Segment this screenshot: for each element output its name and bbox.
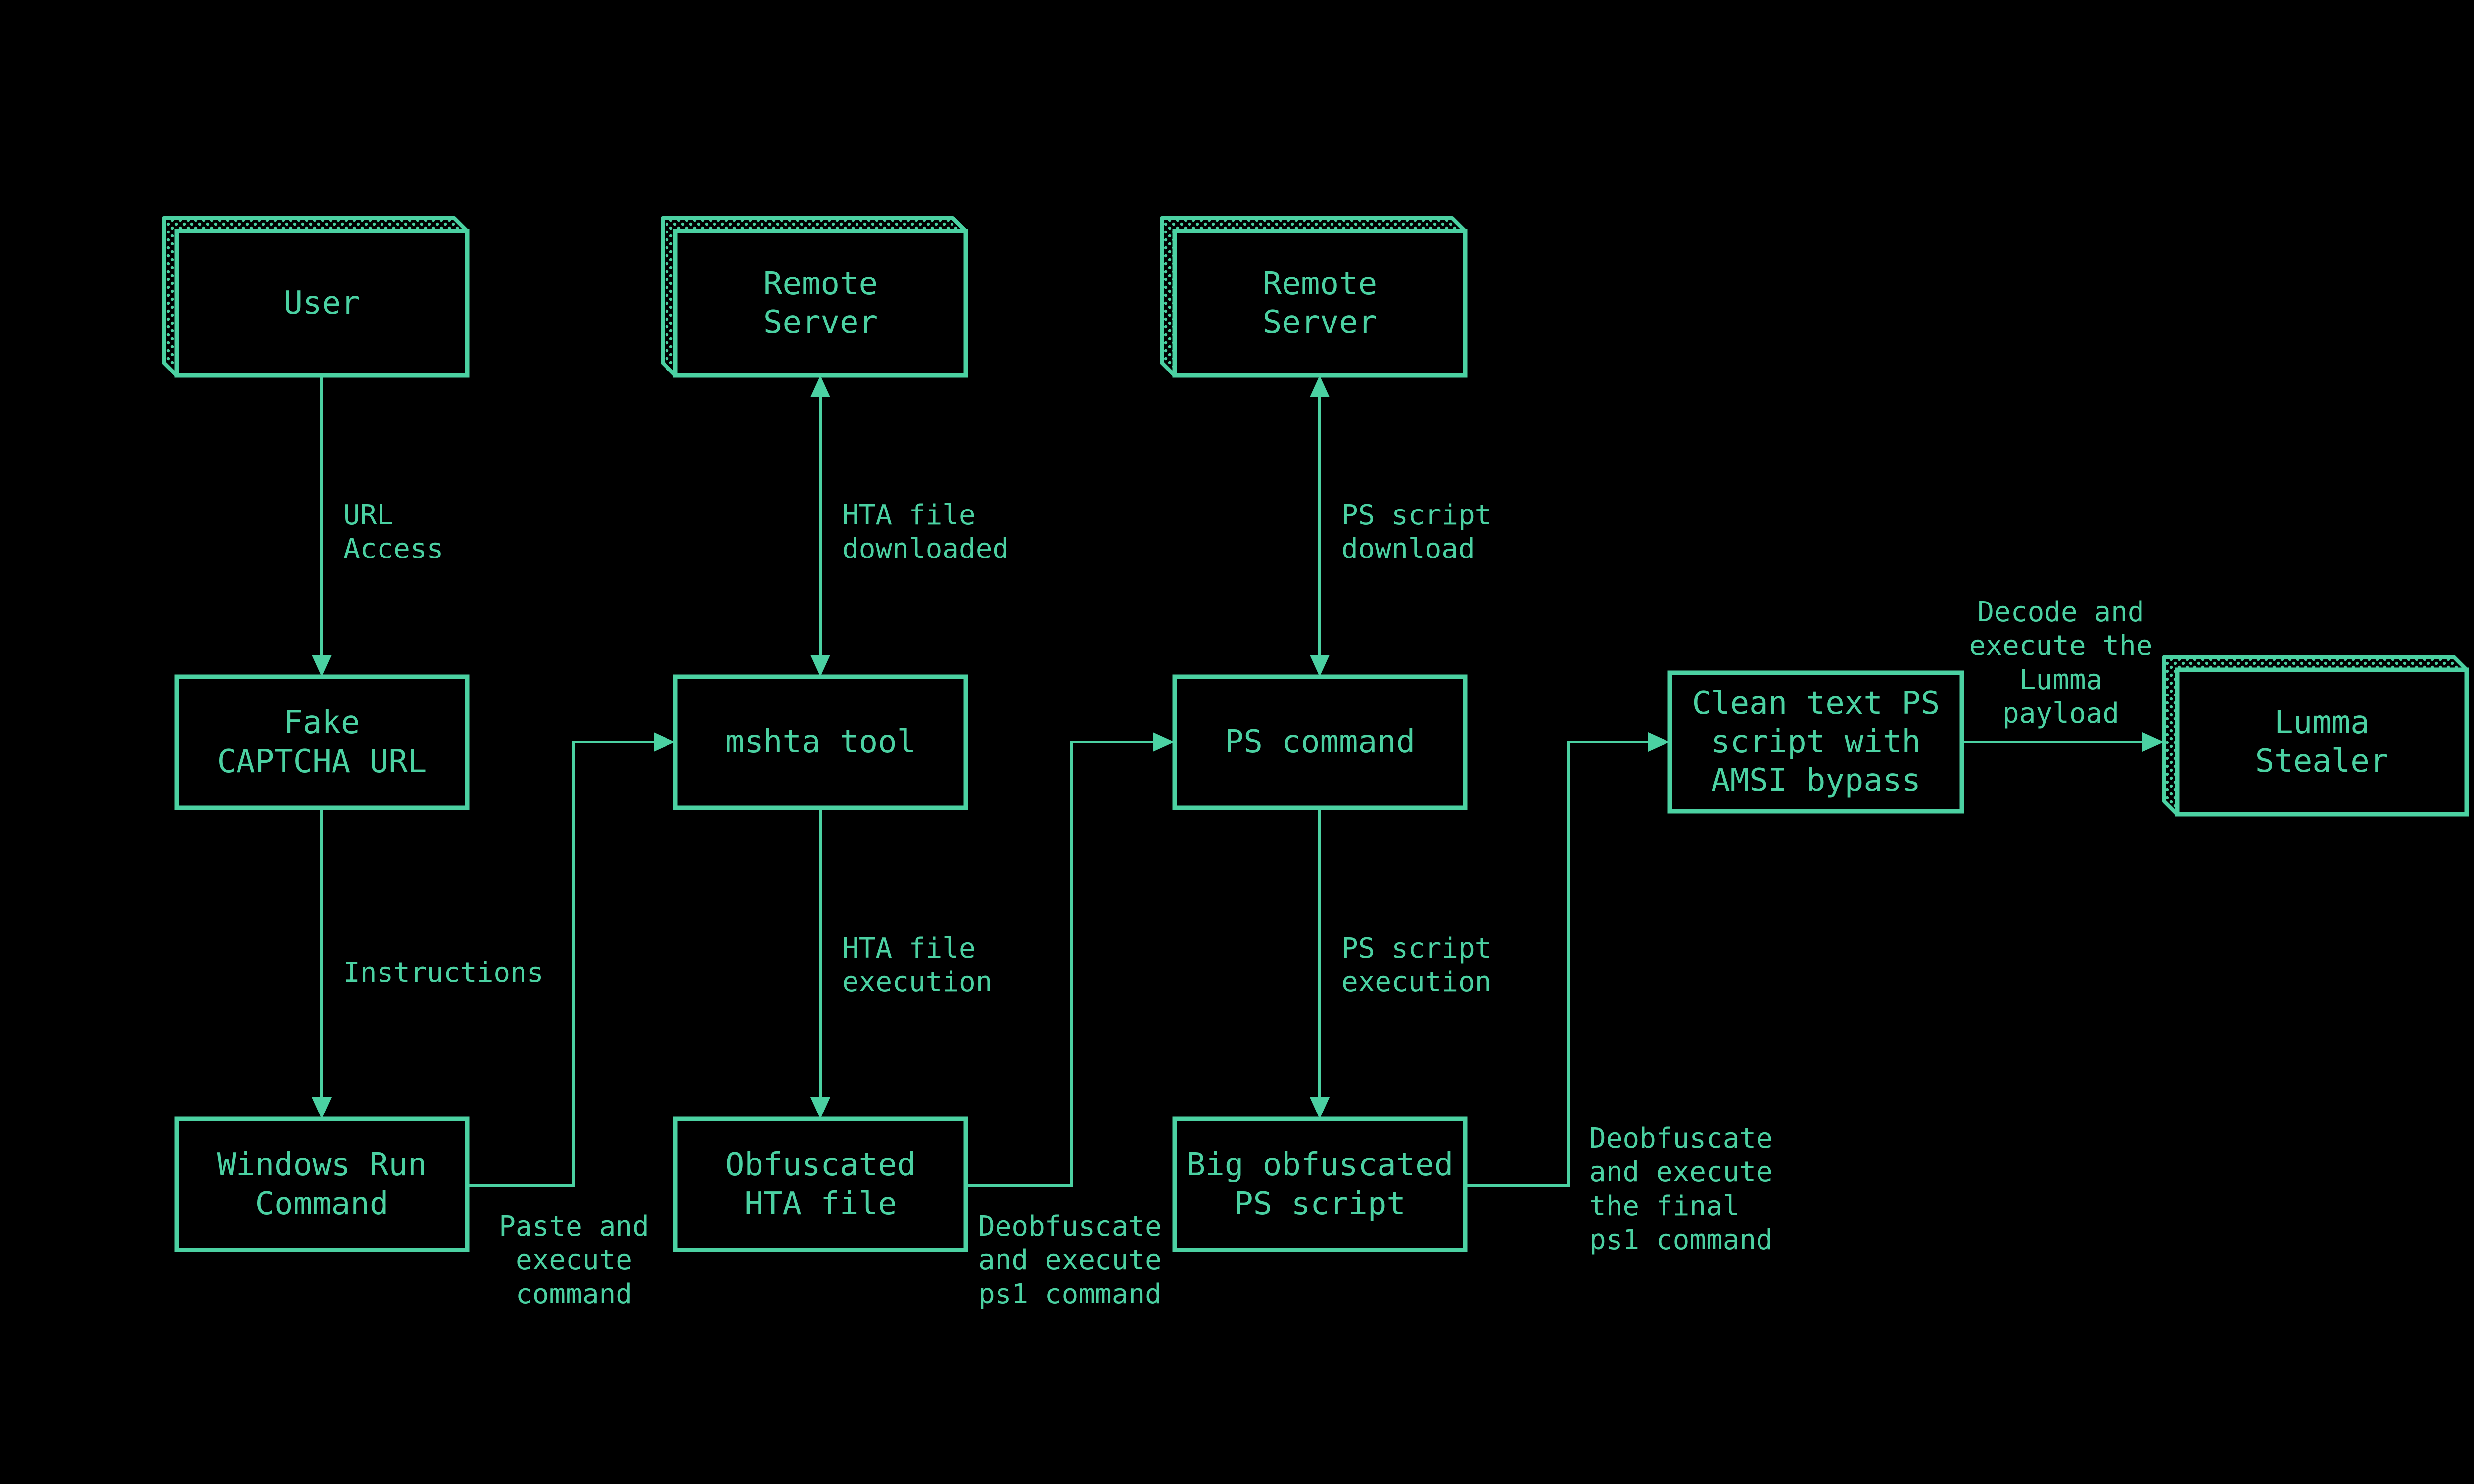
arrowhead-down-icon [312, 1097, 332, 1119]
node-box [2175, 667, 2469, 817]
node-user: User [284, 284, 360, 322]
arrowhead-down-icon [312, 655, 332, 677]
node-clean-ps-script-shape [1667, 670, 1964, 814]
arrowhead-up-icon [810, 375, 830, 397]
node-remote-server-1: Remote Server [763, 265, 878, 341]
node-windows-run-command-shape [174, 1116, 470, 1252]
node-remote-server-2-shape [1160, 216, 1468, 378]
node-user-shape [162, 216, 470, 378]
edge-label-instructions: Instructions [343, 957, 544, 989]
edge-label-hta-file-execution: HTA file execution [842, 932, 993, 999]
node-remote-server-1-shape [661, 216, 968, 378]
arrowhead-right-icon [1153, 732, 1175, 752]
node-box [174, 229, 470, 378]
node-obfuscated-hta-file-shape [673, 1116, 968, 1252]
arrowhead-right-icon [1648, 732, 1670, 752]
node-big-obfuscated-ps-script: Big obfuscated PS script [1186, 1147, 1454, 1222]
edge-label-decode-lumma-payload: Decode and execute the Lumma payload [1969, 596, 2153, 730]
arrowhead-right-icon [2142, 732, 2164, 752]
arrowhead-down-icon [1310, 655, 1330, 677]
edge-label-deobfuscate-ps1: Deobfuscate and execute ps1 command [978, 1210, 1162, 1310]
edge-label-deobfuscate-final-ps1: Deobfuscate and execute the final ps1 co… [1589, 1122, 1773, 1256]
node-lumma-stealer-shape [2162, 655, 2469, 817]
edge-label-hta-file-downloaded: HTA file downloaded [842, 499, 1009, 565]
arrowhead-down-icon [1310, 1097, 1330, 1119]
edge-label-ps-script-execution: PS script execution [1341, 932, 1492, 999]
node-box [673, 229, 968, 378]
node-mshta-tool: mshta tool [725, 724, 916, 761]
node-lumma-stealer: Lumma Stealer [2255, 704, 2389, 780]
node-ps-command: PS command [1224, 724, 1416, 761]
node-fake-captcha-url: Fake CAPTCHA URL [217, 704, 427, 780]
arrowhead-down-icon [810, 655, 830, 677]
node-fake-captcha-url-shape [174, 674, 470, 810]
arrowhead-up-icon [1310, 375, 1330, 397]
edge-obfhta-to-pscommand [966, 741, 1153, 1187]
node-windows-run-command: Windows Run Command [217, 1147, 427, 1222]
arrowhead-right-icon [654, 732, 675, 752]
node-clean-ps-script: Clean text PS script with AMSI bypass [1692, 685, 1940, 799]
arrowhead-down-icon [810, 1097, 830, 1119]
edge-bigps-to-cleanps [1465, 741, 1648, 1187]
edge-label-url-access: URL Access [343, 499, 444, 565]
edge-winrun-to-mshta [467, 741, 654, 1187]
node-remote-server-2: Remote Server [1262, 265, 1378, 341]
edge-label-ps-script-download: PS script download [1341, 499, 1492, 565]
edge-label-paste-and-execute: Paste and execute command [499, 1210, 649, 1310]
node-obfuscated-hta-file: Obfuscated HTA file [725, 1147, 916, 1222]
node-box [1172, 229, 1468, 378]
